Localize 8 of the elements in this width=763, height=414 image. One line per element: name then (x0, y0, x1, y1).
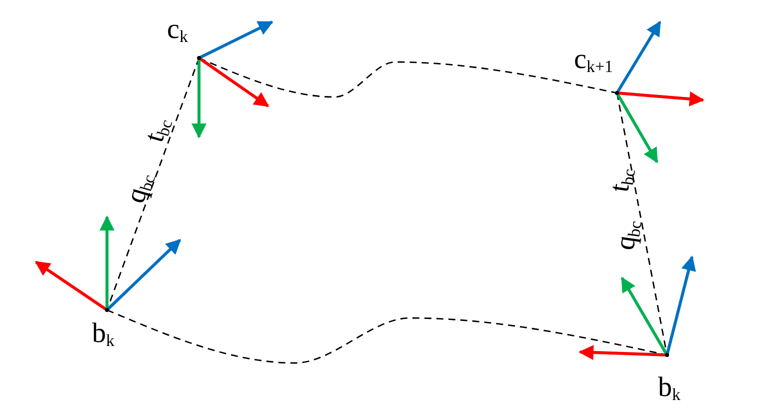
frame-origin (615, 91, 619, 95)
frame-origin (665, 353, 669, 357)
frame-origin (105, 308, 109, 312)
frame-label: c$_{k}$ (167, 16, 188, 45)
frame-label: c$_{k+1}$ (574, 46, 614, 75)
frame-label: b$_{k}$ (92, 320, 114, 349)
frame-label: b$_{k}$ (658, 374, 680, 403)
frame-origin (197, 56, 201, 60)
